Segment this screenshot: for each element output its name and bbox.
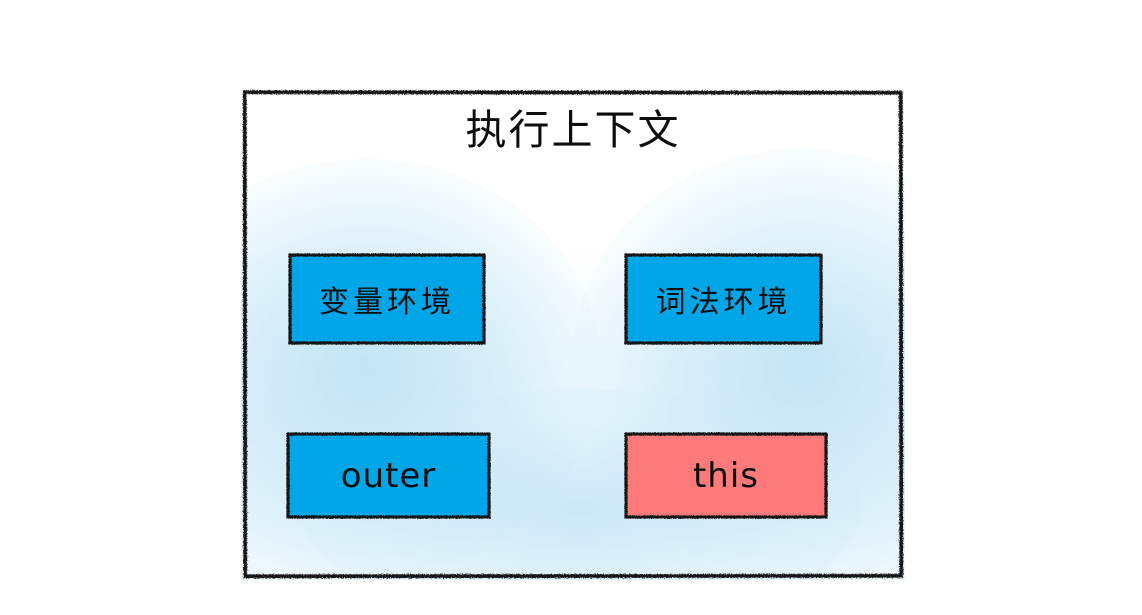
node-label: 词法环境 — [655, 285, 792, 320]
execution-context-container: 执行上下文 变量环境 词法环境 — [241, 89, 905, 580]
node-label: this — [692, 455, 760, 496]
node-outer[interactable]: outer — [286, 432, 491, 519]
node-label: 变量环境 — [319, 285, 455, 320]
node-label: outer — [340, 455, 437, 496]
node-lexical-environment[interactable]: 词法环境 — [624, 253, 823, 345]
node-variable-environment[interactable]: 变量环境 — [288, 253, 486, 345]
node-this[interactable]: this — [624, 432, 828, 519]
page-title: 执行上下文 — [465, 106, 681, 154]
